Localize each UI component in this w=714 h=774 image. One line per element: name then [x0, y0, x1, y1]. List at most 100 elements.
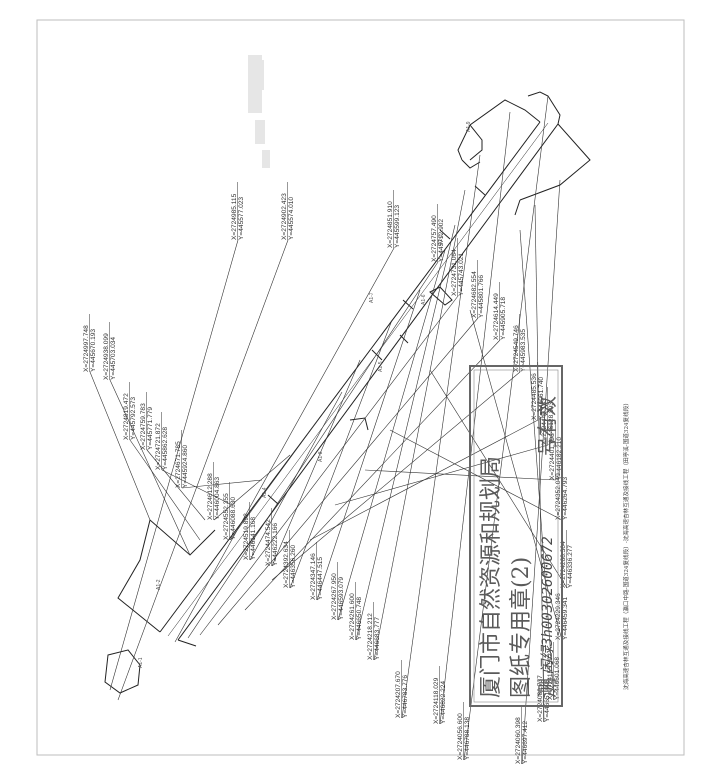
callout-leader-line [109, 379, 191, 556]
callout-leader-line [316, 289, 421, 601]
callout-leader-line [463, 95, 549, 761]
drawing-caption: 沈海高速杏林互通及接线工程（瀛口中路-国道324复线段）-沈海高速杏林互通及接线… [622, 400, 630, 690]
callout-y-coordinate: Y=445574.010 [288, 197, 295, 240]
stamp-line-2: 图纸专用章(2) [509, 557, 534, 698]
callout-leader-line [534, 204, 545, 723]
callout-leader-line [521, 179, 561, 765]
callout-x-coordinate: X=2724731.064 [451, 249, 458, 296]
callout-x-coordinate: X=2724218.212 [367, 613, 374, 660]
callout-leader-line [146, 449, 206, 521]
stamp-line-1: 厦门市自然资源和规划局 [479, 456, 504, 698]
callout-leader-line [161, 469, 233, 506]
isolated-parcel [104, 649, 141, 694]
callout-leader-line [271, 359, 361, 567]
callout-leader-line [401, 154, 481, 719]
callout-leader-line [337, 249, 446, 621]
callout-y-coordinate: Y=446650.748 [356, 597, 363, 640]
callout-y-coordinate: Y=446601.068 [554, 657, 561, 700]
callout-leader-line [217, 317, 479, 626]
callout-y-coordinate: Y=446061.740 [538, 377, 545, 420]
callout-y-coordinate: Y=446697.412 [522, 721, 529, 764]
callout-y-coordinate: Y=446141.168 [250, 517, 257, 560]
callout-x-coordinate: X=2724997.748 [83, 325, 90, 372]
road-corridor [117, 91, 591, 647]
callout-y-coordinate: Y=446004.863 [214, 477, 221, 520]
callout-x-coordinate: X=2724614.449 [493, 293, 500, 340]
callout-x-coordinate: X=2724261.600 [349, 593, 356, 640]
callout-y-coordinate: Y=445924.860 [182, 445, 189, 488]
callout-y-coordinate: Y=445801.766 [478, 275, 485, 318]
callout-x-coordinate: X=2724671.785 [175, 441, 182, 488]
zone-label: A1-6 [421, 294, 427, 305]
callout-x-coordinate: X=2724757.490 [431, 215, 438, 262]
callout-x-coordinate: X=2724401.798 [549, 433, 556, 480]
callout-y-coordinate: Y=446651.995 [544, 679, 551, 722]
callout-y-coordinate: Y=446182.210 [556, 437, 563, 480]
callout-leader-line [244, 339, 501, 611]
callout-y-coordinate: Y=446788.138 [464, 717, 471, 760]
callout-x-coordinate: X=2724352.049 [555, 473, 562, 520]
stamp-line-3-suffix: 号有效 [535, 396, 559, 456]
callout-y-coordinate: Y=446264.793 [562, 477, 569, 520]
callout-leader-line [181, 479, 263, 489]
callout-leader-line [89, 371, 151, 521]
stamp-border [469, 365, 563, 707]
zone-label: A1-7 [369, 292, 375, 303]
callout-x-coordinate: X=2724549.746 [513, 325, 520, 372]
callout-leader-line [271, 371, 521, 581]
callout-leader-line [364, 469, 557, 481]
callout-y-coordinate: Y=446683.777 [374, 617, 381, 660]
page-frame [36, 19, 685, 756]
callout-x-coordinate: X=2724060.398 [515, 717, 522, 764]
callout-x-coordinate: X=2724759.783 [140, 403, 147, 450]
zone-label: A1-2 [156, 579, 162, 590]
road-inner-line [167, 122, 549, 637]
official-stamp: 厦门市自然资源和规划局 图纸专用章(2) 测 闲绿3h00302600672 号… [469, 365, 563, 707]
callout-x-coordinate: X=2724612.288 [207, 473, 214, 520]
callout-leader-line [174, 247, 395, 643]
callout-x-coordinate: X=2724347.146 [310, 553, 317, 600]
callout-leader-line [109, 239, 239, 691]
callout-y-coordinate: Y=445743.021 [458, 253, 465, 296]
callout-y-coordinate: Y=445599.123 [394, 205, 401, 248]
callout-y-coordinate: Y=446222.166 [272, 523, 279, 566]
callout-x-coordinate: X=2724985.115 [231, 193, 238, 240]
callout-leader-line [439, 111, 511, 725]
road-upper-edge [159, 121, 541, 633]
zone-label: A1-1 [138, 657, 144, 668]
callout-x-coordinate: X=2724902.423 [281, 193, 288, 240]
callout-x-coordinate: X=2724207.670 [395, 671, 402, 718]
callout-x-coordinate: X=2724267.950 [331, 573, 338, 620]
callout-x-coordinate: X=2724155.392 [547, 653, 554, 700]
callout-x-coordinate: X=2724288.304 [560, 541, 567, 588]
callout-y-coordinate: Y=445792.573 [130, 397, 137, 440]
callout-leader-line [429, 369, 568, 589]
callout-y-coordinate: Y=445703.034 [110, 337, 117, 380]
callout-x-coordinate: X=2724819.472 [123, 393, 130, 440]
callout-y-coordinate: Y=446088.630 [230, 497, 237, 540]
callout-x-coordinate: X=2724851.910 [387, 201, 394, 248]
callout-x-coordinate: X=2724721.872 [155, 423, 162, 470]
callout-y-coordinate: Y=446336.277 [567, 545, 574, 588]
callout-y-coordinate: Y=445905.718 [500, 297, 507, 340]
